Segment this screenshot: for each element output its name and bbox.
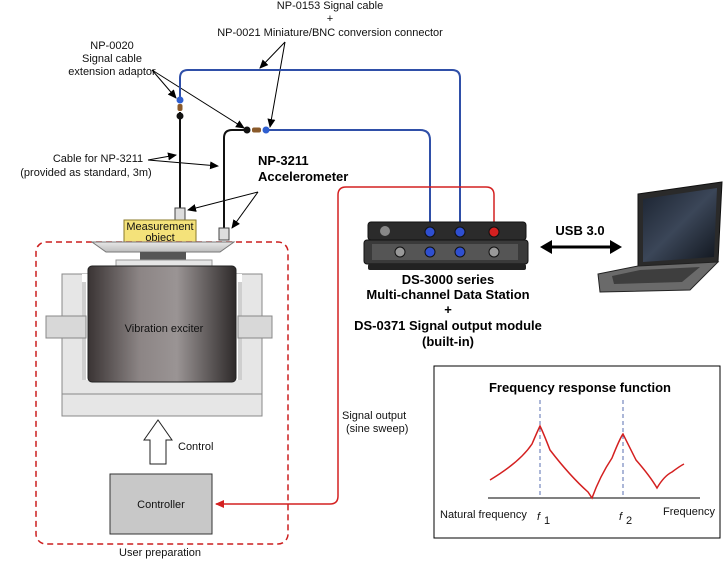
trunnion-left xyxy=(45,315,87,339)
bnc-connector-icon xyxy=(176,96,184,104)
accelerometer-label: Accelerometer xyxy=(258,169,348,184)
f2-label: f xyxy=(619,511,623,523)
accelerometer-icon xyxy=(218,227,230,241)
blue-signal-cable-2 xyxy=(268,129,431,225)
user-preparation-label: User preparation xyxy=(119,547,201,559)
control-arrow-icon xyxy=(143,419,173,465)
signal-output-label-2: (sine sweep) xyxy=(346,423,408,435)
frf-panel xyxy=(433,365,721,539)
leader-arrow xyxy=(147,159,219,170)
usb-arrow-right-icon xyxy=(610,240,622,254)
controller-box xyxy=(109,473,213,535)
exciter-base xyxy=(61,393,263,417)
measurement-label-1: Measurement xyxy=(126,221,193,233)
adaptor-label-3: extension adaptor xyxy=(68,66,156,78)
cable-end-icon xyxy=(243,126,251,134)
trunnion-right xyxy=(237,315,273,339)
signal-output-cable xyxy=(215,186,495,508)
adaptor-label-1: NP-0020 xyxy=(90,40,133,52)
f1-label: f xyxy=(537,511,541,523)
frequency-axis-label: Frequency xyxy=(663,506,715,518)
plus-sign: + xyxy=(327,13,333,25)
bnc-connector-icon xyxy=(262,126,270,134)
accelerometer-icon xyxy=(174,207,186,221)
data-station-device xyxy=(363,221,529,270)
frf-curve xyxy=(489,424,685,500)
exciter-body xyxy=(87,265,237,383)
usb-arrow-left-icon xyxy=(540,240,552,254)
ds-description-label: Multi-channel Data Station xyxy=(366,287,529,302)
cable-end-icon xyxy=(176,112,184,120)
ds-series-label: DS-3000 series xyxy=(402,272,495,287)
cable-label-1: Cable for NP-3211 xyxy=(53,153,143,165)
signal-output-label-1: Signal output xyxy=(342,410,406,422)
accelerometer-model: NP-3211 xyxy=(258,153,309,168)
adaptor-label-2: Signal cable xyxy=(82,53,142,65)
laptop-icon xyxy=(597,181,723,293)
f2-subscript: 2 xyxy=(626,515,632,527)
ds-plus-label: + xyxy=(444,302,452,317)
leader-arrow xyxy=(151,69,177,99)
usb-label: USB 3.0 xyxy=(555,223,604,238)
exciter-table xyxy=(90,241,236,253)
measurement-label-2: object xyxy=(145,232,174,244)
leader-arrow xyxy=(259,41,286,69)
ds-builtin-label: (built-in) xyxy=(422,334,474,349)
exciter-stem xyxy=(140,252,186,260)
ds-module-label: DS-0371 Signal output module xyxy=(354,318,542,333)
leader-arrow xyxy=(231,191,259,229)
signal-cable-label: NP-0153 Signal cable xyxy=(277,0,383,12)
leader-arrow xyxy=(147,152,177,161)
leader-arrow xyxy=(267,41,286,128)
connector-label: NP-0021 Miniature/BNC conversion connect… xyxy=(217,27,443,39)
adaptor-icon xyxy=(177,104,183,111)
sensor-cable-2 xyxy=(223,129,244,230)
cable-label-2: (provided as standard, 3m) xyxy=(20,167,151,179)
exciter-label: Vibration exciter xyxy=(125,323,204,335)
natural-frequency-label: Natural frequency xyxy=(440,509,527,521)
exciter-top-ring xyxy=(115,259,213,267)
control-label: Control xyxy=(178,441,213,453)
adaptor-icon xyxy=(252,127,261,133)
controller-label: Controller xyxy=(137,499,185,511)
leader-arrow xyxy=(151,69,245,129)
frf-title: Frequency response function xyxy=(489,380,671,395)
f1-subscript: 1 xyxy=(544,515,550,527)
blue-signal-cable-1 xyxy=(179,69,461,225)
